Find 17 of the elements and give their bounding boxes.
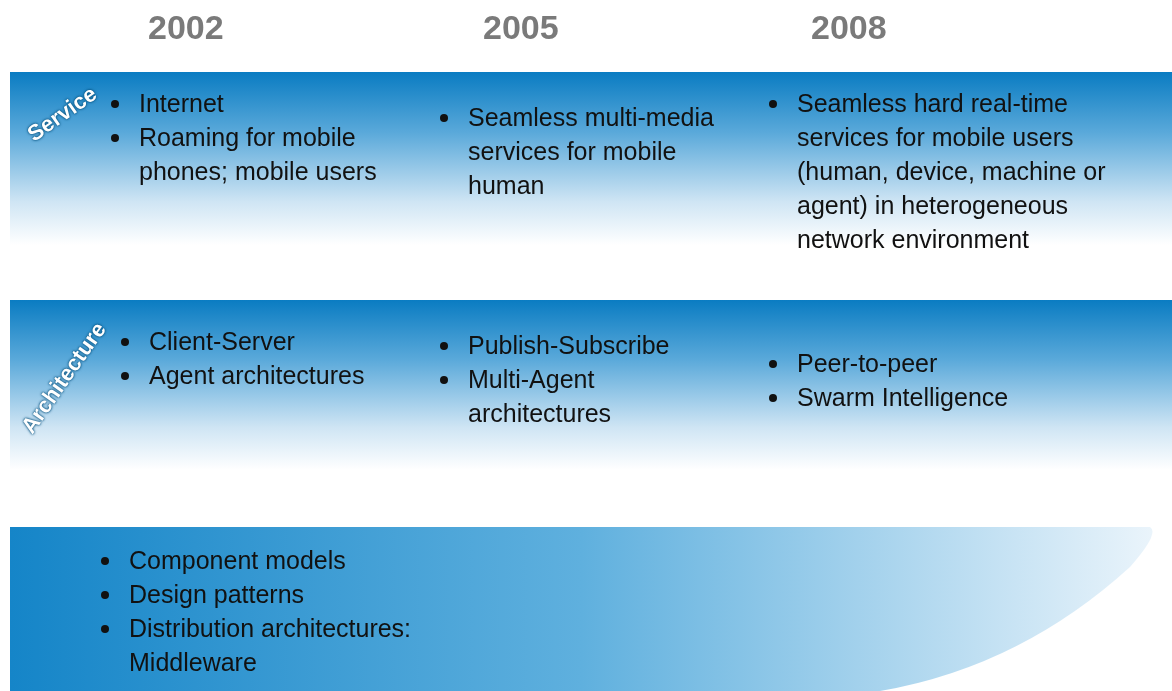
bullet-item: Distribution architectures: Middleware — [129, 614, 412, 676]
bullet-item: Design patterns — [129, 580, 305, 608]
bullet-item: Peer-to-peer — [797, 349, 938, 377]
bullet-item: Roaming for mobile phones; mobile users — [139, 123, 377, 185]
bullet-item: Component models — [129, 546, 346, 574]
year-heading: 2008 — [811, 8, 887, 47]
bullet-item: Swarm Intelligence — [797, 383, 1009, 411]
bullet-item: Multi-Agent architectures — [468, 365, 612, 427]
bullet-item: Seamless hard real-time services for mobile users (human, device, machine or agent) in heterogeneous network environment — [797, 89, 1106, 253]
bullet-item: Client-Server — [149, 327, 295, 355]
bullet-item: Agent architectures — [149, 361, 365, 389]
bullet-item: Seamless multi-media services for mobile human — [468, 103, 714, 199]
gradient-band — [10, 300, 1172, 470]
bullet-item: Publish-Subscribe — [468, 331, 670, 359]
year-heading: 2002 — [148, 8, 224, 47]
bullet-item: Internet — [139, 89, 224, 117]
year-heading: 2005 — [483, 8, 559, 47]
